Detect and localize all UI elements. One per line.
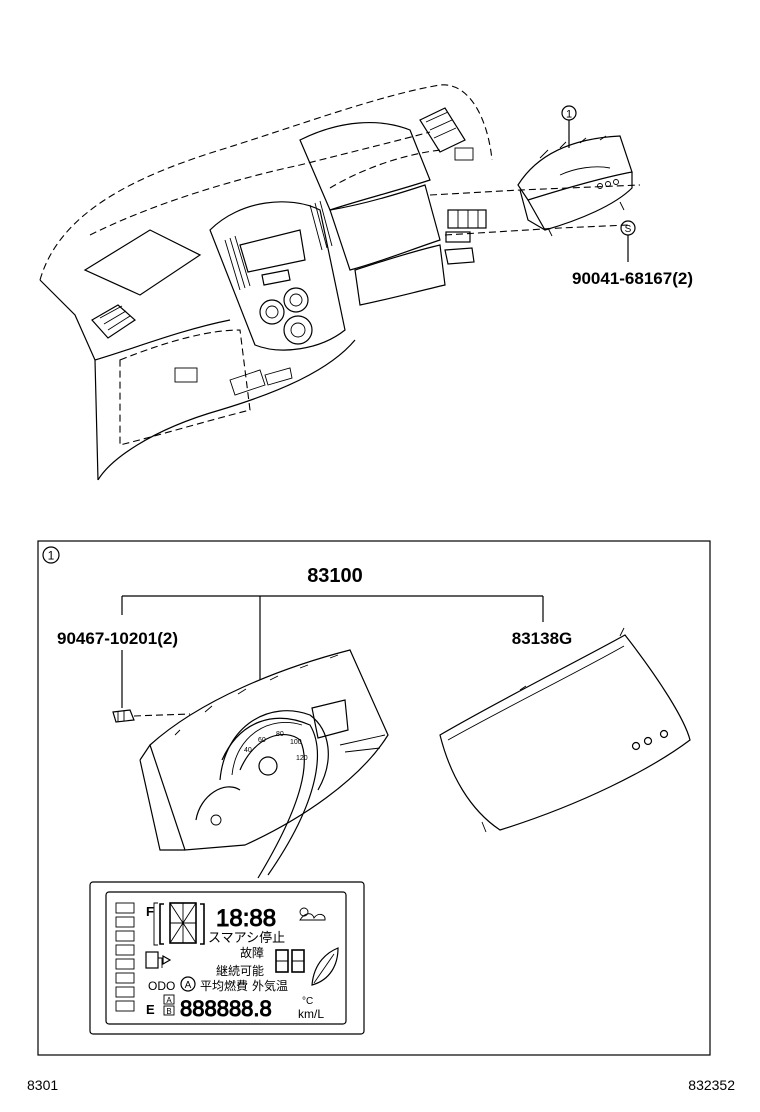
fuel-empty-mark: E (146, 1002, 155, 1017)
meter-glass (439, 627, 691, 833)
outside-temp-text: 外気温 (252, 978, 288, 993)
svg-text:120: 120 (296, 755, 308, 762)
smart-stop-text: スマアシ停止 (208, 930, 285, 945)
lcd-panel: F E 18:88 スマアシ停止 故障 継続可能 (89, 881, 365, 1035)
callout-1-text: 1 (566, 109, 572, 121)
meter-unit-top (517, 135, 633, 237)
celsius-text: °C (302, 996, 313, 1007)
fuel-gauge-bars (115, 902, 135, 1012)
clock-segments: 18:88 (216, 905, 326, 933)
footer-left-code: 8301 (27, 1077, 58, 1093)
dashboard-illustration (39, 84, 641, 481)
box-callout-text: 1 (48, 549, 55, 563)
bulb-socket (112, 709, 191, 723)
lcd-zoom-lead (221, 717, 318, 876)
glass-part-label: 83138G (512, 629, 573, 648)
kml-text: km/L (298, 1007, 324, 1021)
meter-assembly-label: 83100 (307, 565, 363, 587)
lcd-inner (105, 891, 347, 1025)
glovebox-latch (174, 367, 198, 383)
shift-indicator (159, 902, 205, 945)
odometer-digits: 888888.8 (180, 996, 272, 1021)
fuel-full-mark: F (146, 904, 154, 919)
footer-right-code: 832352 (688, 1077, 735, 1093)
meter-cluster-detail: 40 60 80 100 120 (139, 649, 389, 851)
box-callout-circle (42, 546, 60, 564)
eco-leaf-icon (311, 947, 339, 986)
fault-digits (275, 949, 305, 973)
fuel-pump-icon (145, 951, 172, 969)
a-mark-circle (180, 976, 196, 992)
svg-text:60: 60 (258, 737, 266, 744)
trip-b-text: B (166, 1007, 171, 1016)
sun-cloud-icon (299, 913, 326, 921)
detail-box (37, 540, 711, 1056)
callout-1-top: 1 (561, 105, 577, 148)
odo-text: ODO (148, 979, 175, 993)
svg-text:100: 100 (290, 739, 302, 746)
trip-a-text: A (166, 996, 172, 1005)
sun-icon (299, 907, 309, 917)
lcd-outer (89, 881, 365, 1035)
continue-text: 継続可能 (216, 963, 264, 978)
screw-part-label: 90041-68167(2) (572, 269, 693, 288)
callout-s-text: S (625, 224, 632, 235)
fault-text: 故障 (240, 945, 264, 960)
callout-s: S (620, 220, 636, 262)
bulb-part-label: 90467-10201(2) (57, 629, 178, 648)
avg-fuel-text: 平均燃費 (200, 978, 248, 993)
a-mark-text: A (185, 980, 192, 991)
svg-text:40: 40 (244, 747, 252, 754)
lcd-zoom-lead-inner (239, 733, 305, 879)
clock-digits: 18:88 (216, 905, 276, 932)
